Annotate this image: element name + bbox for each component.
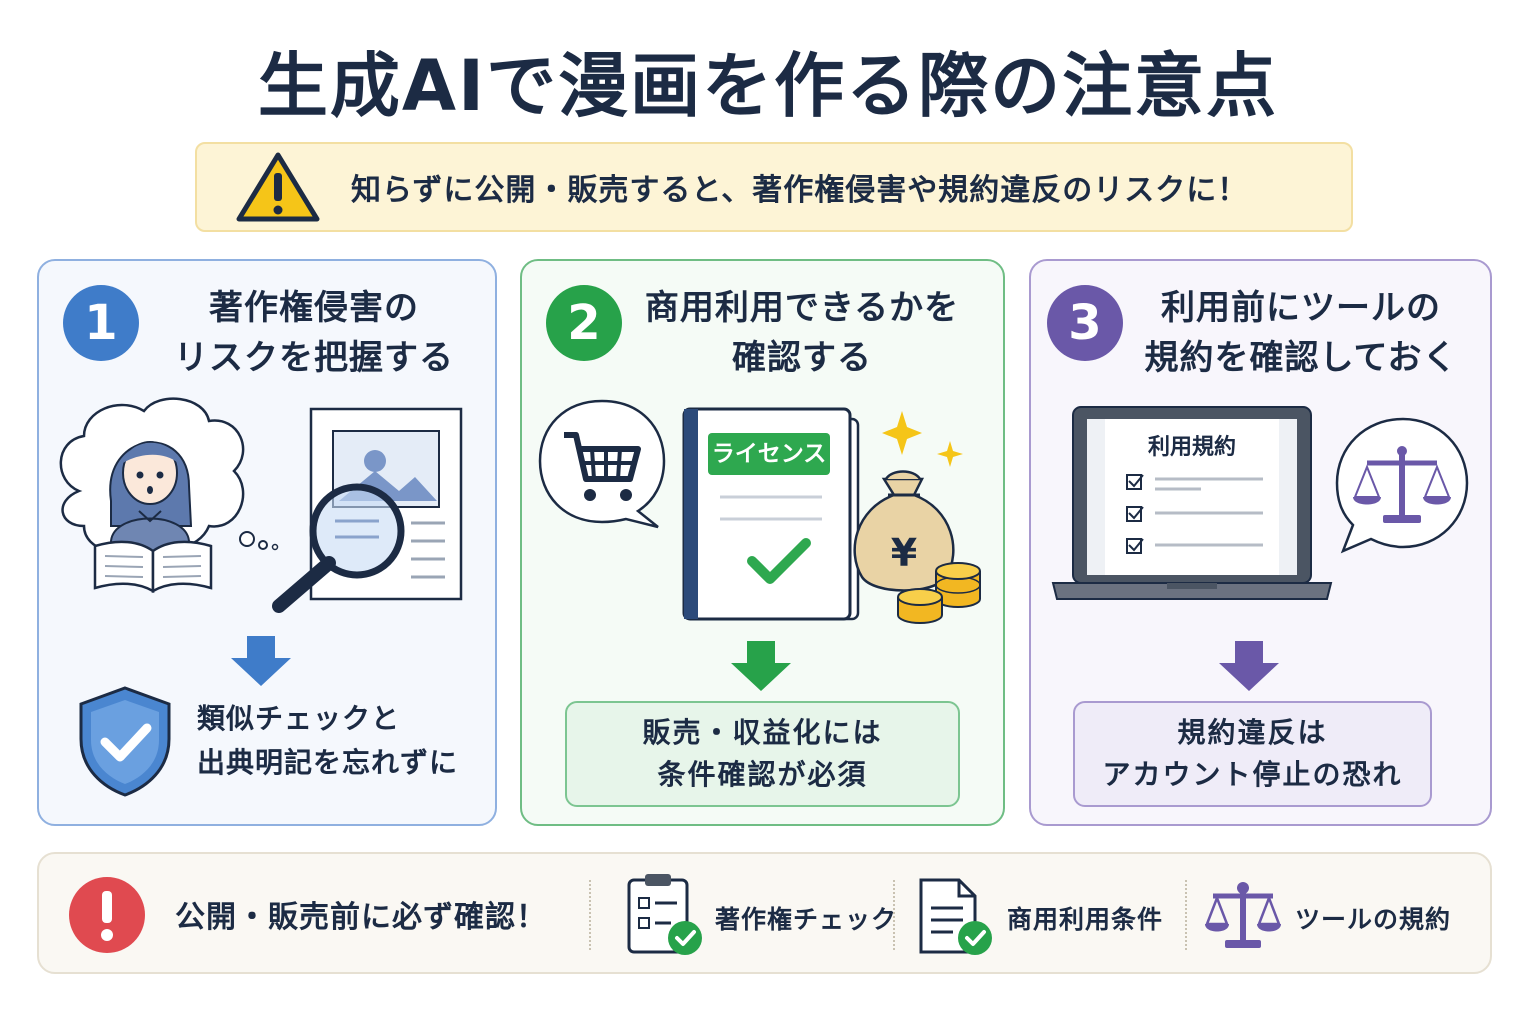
license-book-icon bbox=[682, 407, 860, 621]
document-check-icon bbox=[919, 878, 992, 955]
scales-icon bbox=[1205, 882, 1281, 948]
card-2-result-line1: 販売・収益化には bbox=[642, 716, 883, 749]
card-3-title-line2: 規約を確認しておく bbox=[1144, 338, 1458, 378]
license-label: ライセンス bbox=[711, 441, 827, 467]
down-arrow-icon bbox=[231, 636, 291, 686]
card-3-title-line1: 利用前にツールの bbox=[1161, 288, 1441, 328]
clipboard-check-icon bbox=[627, 874, 702, 955]
step-number-1: 1 bbox=[63, 285, 139, 361]
card-2-result-line2: 条件確認が必須 bbox=[657, 758, 868, 791]
card-1-result-line2: 出典明記を忘れずに bbox=[197, 746, 459, 779]
card-2-title-line1: 商用利用できるかを bbox=[644, 288, 960, 328]
footer-divider bbox=[1185, 880, 1187, 950]
warning-text: 知らずに公開・販売すると、著作権侵害や規約違反のリスクに！ bbox=[351, 173, 1249, 208]
footer-item-commercial: 商用利用条件 bbox=[1007, 905, 1164, 934]
footer-checklist: 公開・販売前に必ず確認！ 著作権チェック 商用利用条件 ツールの規約 bbox=[37, 852, 1492, 974]
laptop-icon bbox=[1051, 406, 1333, 600]
step-number-3: 3 bbox=[1047, 285, 1123, 361]
footer-item-terms: ツールの規約 bbox=[1295, 905, 1452, 934]
alert-icon bbox=[69, 877, 145, 953]
warning-banner: 知らずに公開・販売すると、著作権侵害や規約違反のリスクに！ bbox=[195, 142, 1353, 232]
footer-divider bbox=[589, 880, 591, 950]
card-1-title-line2: リスクを把握する bbox=[174, 338, 454, 378]
card-commercial-use: 2 商用利用できるかを 確認する bbox=[520, 259, 1005, 826]
down-arrow-icon bbox=[731, 641, 791, 691]
terms-illustration bbox=[1051, 406, 1469, 600]
sparkle-icon bbox=[937, 441, 963, 467]
card-2-title: 商用利用できるかを 確認する bbox=[632, 283, 972, 383]
warning-triangle-icon bbox=[236, 152, 320, 222]
card-1-result: 類似チェックと 出典明記を忘れずに bbox=[75, 681, 485, 801]
card-3-title: 利用前にツールの 規約を確認しておく bbox=[1131, 283, 1471, 383]
magnifier-icon bbox=[272, 483, 405, 613]
coins-icon bbox=[897, 562, 981, 624]
shield-check-icon bbox=[79, 685, 171, 797]
down-arrow-icon bbox=[1219, 641, 1279, 691]
copyright-illustration bbox=[59, 397, 463, 613]
card-1-title-line1: 著作権侵害の bbox=[209, 288, 419, 328]
card-3-result-line1: 規約違反は bbox=[1177, 716, 1328, 749]
step-number-2: 2 bbox=[546, 285, 622, 361]
card-2-title-line2: 確認する bbox=[732, 338, 872, 378]
card-1-result-line1: 類似チェックと bbox=[197, 702, 401, 735]
commercial-illustration bbox=[538, 399, 981, 624]
footer-divider bbox=[893, 880, 895, 950]
card-copyright: 1 著作権侵害の リスクを把握する bbox=[37, 259, 497, 826]
sparkle-icon bbox=[882, 411, 922, 455]
footer-alert-text: 公開・販売前に必ず確認！ bbox=[175, 900, 547, 935]
shopping-cart-icon bbox=[538, 399, 666, 529]
card-2-result: 販売・収益化には 条件確認が必須 bbox=[565, 701, 960, 807]
footer-item-copyright: 著作権チェック bbox=[715, 905, 898, 934]
scales-icon bbox=[1335, 417, 1469, 554]
card-1-title: 著作権侵害の リスクを把握する bbox=[149, 283, 479, 383]
open-book-icon bbox=[93, 540, 213, 594]
card-3-result: 規約違反は アカウント停止の恐れ bbox=[1073, 701, 1432, 807]
card-terms-of-service: 3 利用前にツールの 規約を確認しておく bbox=[1029, 259, 1492, 826]
card-3-result-line2: アカウント停止の恐れ bbox=[1102, 758, 1403, 791]
yen-symbol: ¥ bbox=[890, 531, 918, 575]
terms-label: 利用規約 bbox=[1147, 435, 1236, 460]
page-title: 生成AIで漫画を作る際の注意点 bbox=[257, 45, 1279, 127]
